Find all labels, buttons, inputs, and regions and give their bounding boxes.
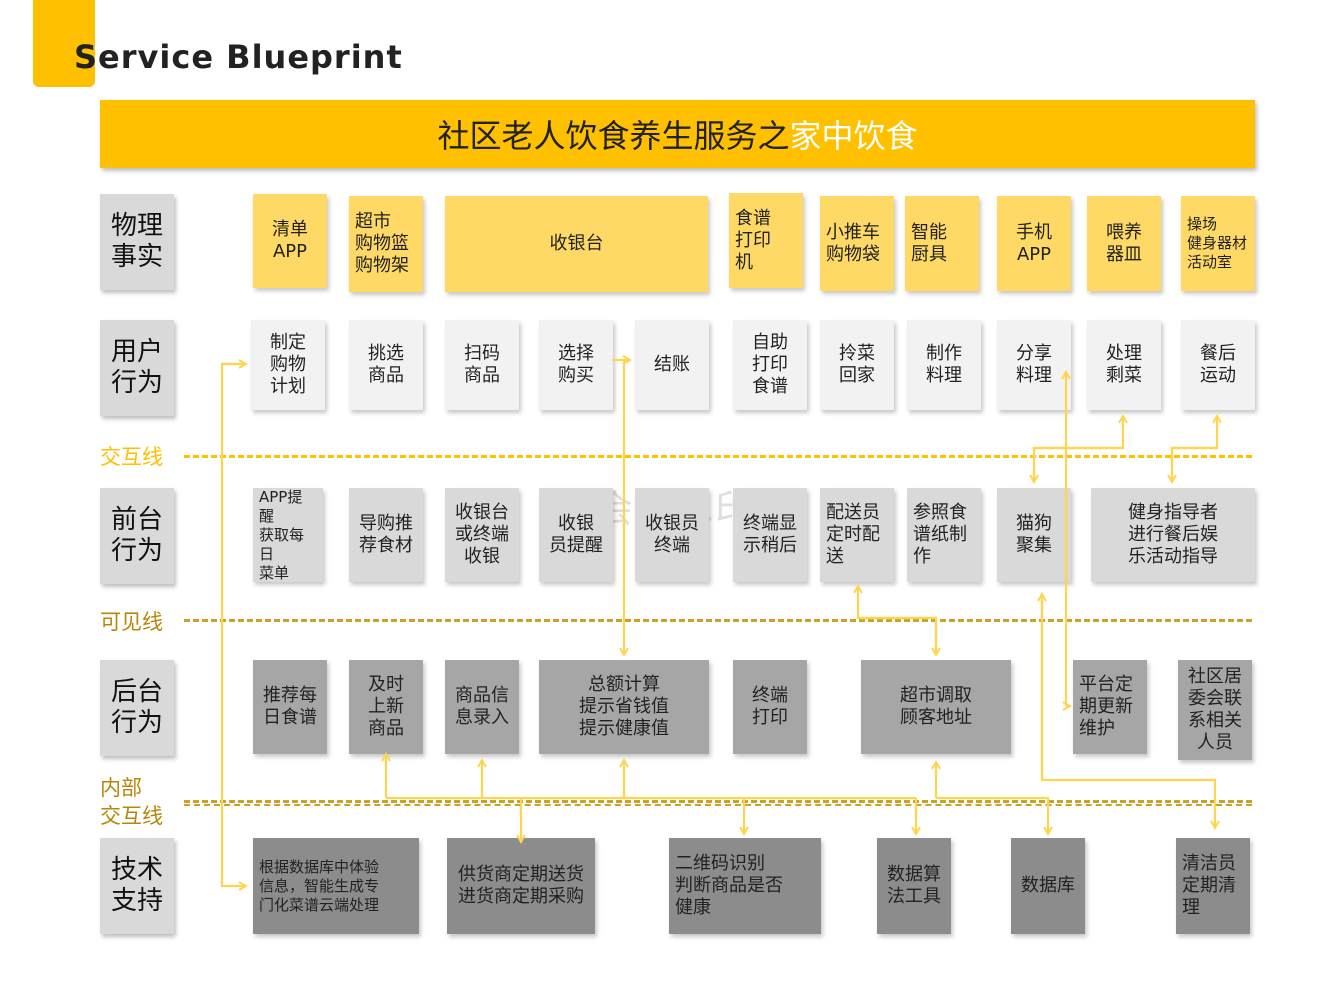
page-title: Service Blueprint	[74, 38, 403, 76]
internal-interaction-line	[184, 800, 1252, 803]
user-action: 拎菜 回家	[820, 320, 894, 410]
frontstage-action: 终端显 示稍后	[733, 488, 807, 582]
backstage-action: 及时 上新 商品	[349, 660, 423, 754]
user-action: 扫码 商品	[445, 320, 519, 410]
frontstage-action: 猫狗 聚集	[997, 488, 1071, 582]
frontstage-action: 健身指导者 进行餐后娱 乐活动指导	[1091, 488, 1255, 582]
user-action: 挑选 商品	[349, 320, 423, 410]
support-process: 数据库	[1011, 838, 1085, 934]
user-action: 选择 购买	[539, 320, 613, 410]
banner-title: 社区老人饮食养生服务之	[437, 117, 790, 155]
user-action: 制定 购物 计划	[251, 320, 325, 410]
frontstage-action: APP提醒 获取每日 菜单	[253, 488, 323, 582]
physical-item: 收银台	[445, 196, 708, 292]
interaction-line	[184, 455, 1252, 458]
backstage-action: 超市调取 顾客地址	[861, 660, 1011, 754]
backstage-action: 总额计算 提示省钱值 提示健康值	[539, 660, 709, 754]
user-action: 餐后 运动	[1181, 320, 1255, 410]
line-label-visibility: 可见线	[100, 610, 163, 634]
backstage-action: 商品信 息录入	[445, 660, 519, 754]
physical-item: 手机 APP	[997, 196, 1071, 291]
blueprint-banner: 社区老人饮食养生服务之家中饮食	[100, 100, 1255, 168]
support-process: 数据算 法工具	[877, 838, 951, 934]
physical-item: 小推车 购物袋	[820, 196, 894, 291]
support-process: 根据数据库中体验 信息，智能生成专 门化菜谱云端处理	[253, 838, 419, 934]
row-label-front: 前台 行为	[100, 488, 174, 584]
frontstage-action: 收银员 终端	[635, 488, 709, 582]
arrow-plan-to-tech	[220, 362, 246, 886]
physical-item: 超市 购物篮 购物架	[349, 196, 423, 292]
physical-item: 清单 APP	[253, 194, 327, 288]
row-label-user: 用户 行为	[100, 320, 174, 416]
row-label-physical: 物理 事实	[100, 194, 174, 290]
backstage-action: 推荐每 日食谱	[253, 660, 327, 754]
physical-item: 食谱 打印 机	[729, 193, 803, 288]
frontstage-action: 收银 员提醒	[539, 488, 613, 582]
arrow-exercise-link	[1170, 416, 1217, 482]
arrow-fitness-link	[1172, 446, 1217, 482]
banner-highlight: 家中饮食	[789, 117, 918, 155]
line-label-interaction: 交互线	[100, 445, 163, 469]
frontstage-action: 收银台 或终端 收银	[445, 488, 519, 582]
arrow-pets-link	[1034, 446, 1123, 482]
physical-item: 喂养 器皿	[1087, 196, 1161, 291]
internal-interaction-line-inner	[184, 804, 1252, 806]
physical-item: 操场 健身器材 活动室	[1181, 196, 1255, 291]
frontstage-action: 配送员 定时配 送	[820, 488, 894, 582]
line-label-internal: 内部 交互线	[100, 776, 163, 828]
row-label-tech: 技术 支持	[100, 838, 174, 934]
arrow-delivery-to-address	[858, 616, 936, 655]
row-label-back: 后台 行为	[100, 660, 174, 756]
frontstage-action: 参照食 谱纸制 作	[907, 488, 981, 582]
user-action: 分享 料理	[997, 320, 1071, 410]
corner-accent-block	[33, 0, 95, 87]
arrow-leftover-link	[1032, 416, 1123, 482]
backstage-action: 平台定 期更新 维护	[1073, 660, 1147, 754]
support-process: 供货商定期送货 进货商定期采购	[447, 838, 595, 934]
user-action: 处理 剩菜	[1087, 320, 1161, 410]
support-process: 二维码识别 判断商品是否 健康	[669, 838, 821, 934]
visibility-line	[184, 619, 1252, 622]
backstage-action: 社区居 委会联 系相关 人员	[1178, 660, 1252, 760]
user-action: 制作 料理	[907, 320, 981, 410]
user-action: 自助 打印 食谱	[733, 320, 807, 410]
physical-item: 智能 厨具	[905, 196, 979, 291]
support-process: 清洁员 定期清 理	[1176, 838, 1250, 934]
frontstage-action: 导购推 荐食材	[349, 488, 423, 582]
backstage-action: 终端 打印	[733, 660, 807, 754]
user-action: 结账	[635, 320, 709, 410]
